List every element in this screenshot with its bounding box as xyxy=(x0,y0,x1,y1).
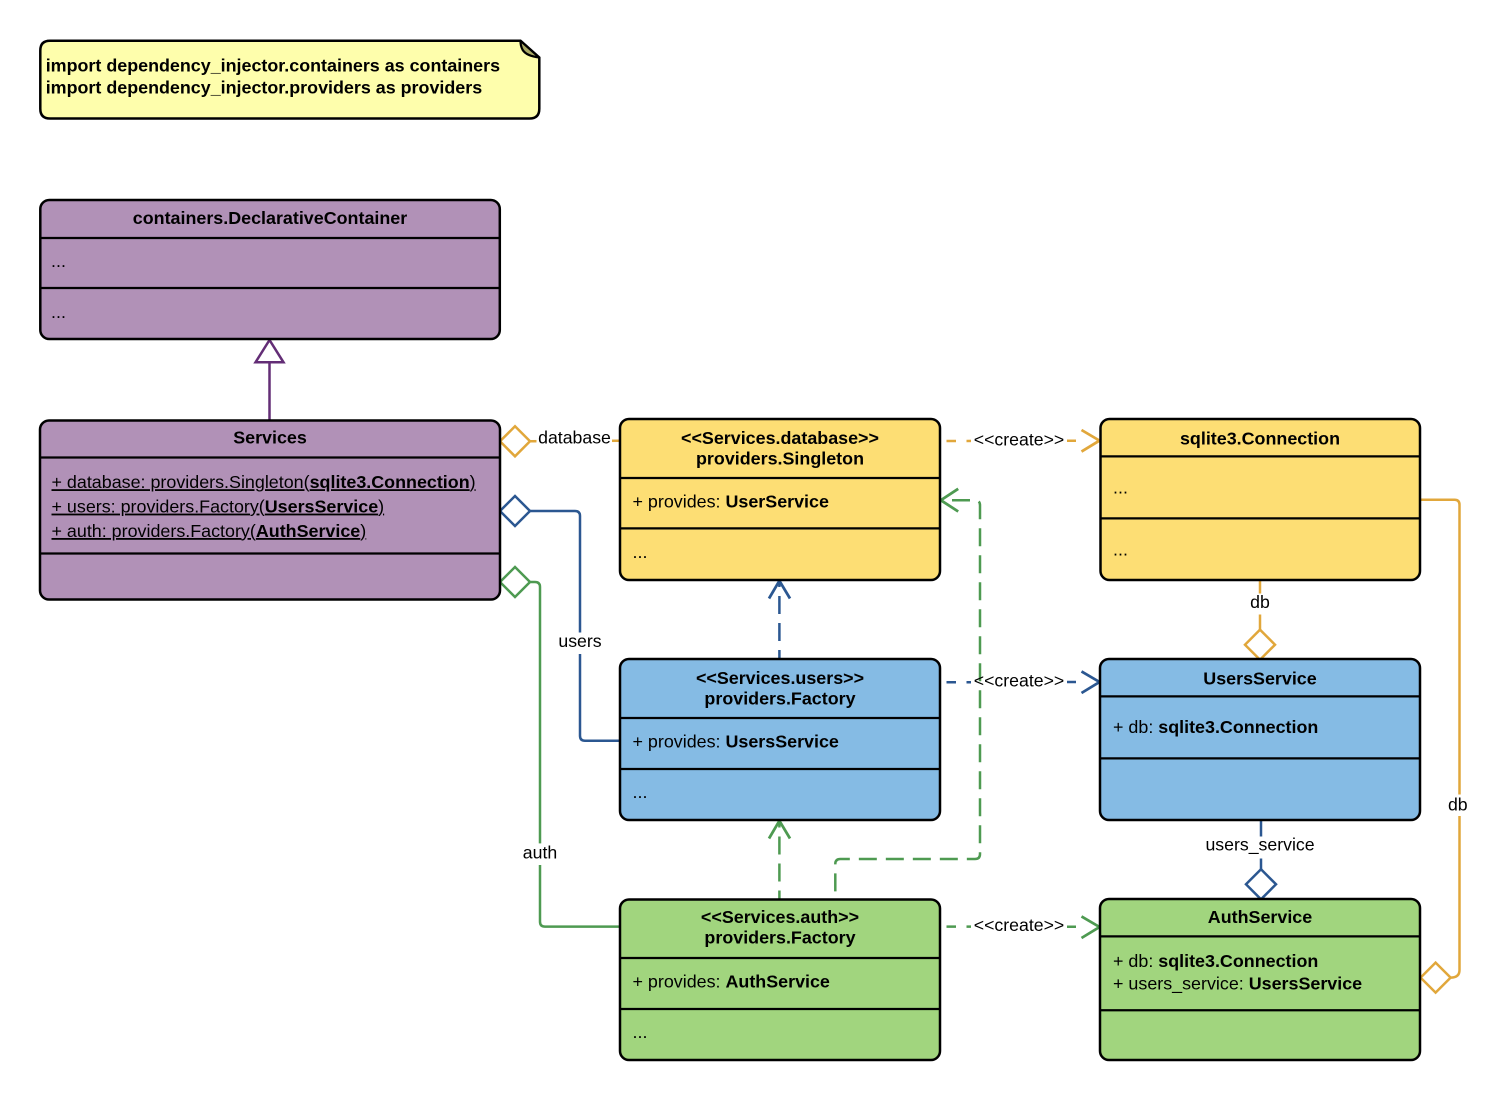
svg-text:database: database xyxy=(538,428,611,448)
svg-text:users: users xyxy=(558,631,601,651)
svg-text:providers.Factory: providers.Factory xyxy=(704,927,855,947)
svg-text:<<create>>: <<create>> xyxy=(974,429,1064,449)
svg-text:<<Services.auth>>: <<Services.auth>> xyxy=(701,907,859,927)
svg-text:Services: Services xyxy=(233,428,307,448)
svg-text:+ database: providers.Singleto: + database: providers.Singleton(sqlite3.… xyxy=(52,472,476,492)
svg-text:...: ... xyxy=(633,1022,648,1042)
svg-text:+ provides: UsersService: + provides: UsersService xyxy=(633,732,839,752)
svg-text:...: ... xyxy=(633,542,648,562)
svg-text:users_service: users_service xyxy=(1205,834,1314,855)
svg-text:providers.Factory: providers.Factory xyxy=(704,688,855,708)
svg-text:db: db xyxy=(1250,592,1270,612)
svg-text:import dependency_injector.con: import dependency_injector.containers as… xyxy=(46,56,500,76)
svg-text:+ db: sqlite3.Connection: + db: sqlite3.Connection xyxy=(1113,951,1318,971)
svg-text:+ users: providers.Factory(Use: + users: providers.Factory(UsersService) xyxy=(52,497,385,517)
svg-text:+ provides: UserService: + provides: UserService xyxy=(633,492,829,512)
svg-text:auth: auth xyxy=(523,843,557,863)
svg-text:<<Services.users>>: <<Services.users>> xyxy=(696,668,864,688)
svg-text:...: ... xyxy=(633,782,648,802)
svg-text:containers.DeclarativeContaine: containers.DeclarativeContainer xyxy=(133,208,407,228)
svg-text:db: db xyxy=(1448,795,1468,815)
svg-text:...: ... xyxy=(1113,478,1128,498)
svg-text:...: ... xyxy=(51,251,66,271)
svg-text:...: ... xyxy=(1113,540,1128,560)
svg-text:+ db: sqlite3.Connection: + db: sqlite3.Connection xyxy=(1113,717,1318,737)
svg-text:+ provides: AuthService: + provides: AuthService xyxy=(633,972,830,992)
svg-text:<<Services.database>>: <<Services.database>> xyxy=(681,428,879,448)
svg-text:<<create>>: <<create>> xyxy=(974,671,1064,691)
svg-text:+ auth: providers.Factory(Auth: + auth: providers.Factory(AuthService) xyxy=(52,521,367,541)
svg-text:sqlite3.Connection: sqlite3.Connection xyxy=(1180,428,1340,448)
svg-text:providers.Singleton: providers.Singleton xyxy=(696,448,864,468)
svg-text:AuthService: AuthService xyxy=(1208,907,1312,927)
svg-text:import dependency_injector.pro: import dependency_injector.providers as … xyxy=(46,78,483,98)
svg-text:...: ... xyxy=(51,302,66,322)
svg-text:<<create>>: <<create>> xyxy=(974,915,1064,935)
svg-text:UsersService: UsersService xyxy=(1203,668,1316,688)
svg-text:+ users_service: UsersService: + users_service: UsersService xyxy=(1113,973,1362,994)
